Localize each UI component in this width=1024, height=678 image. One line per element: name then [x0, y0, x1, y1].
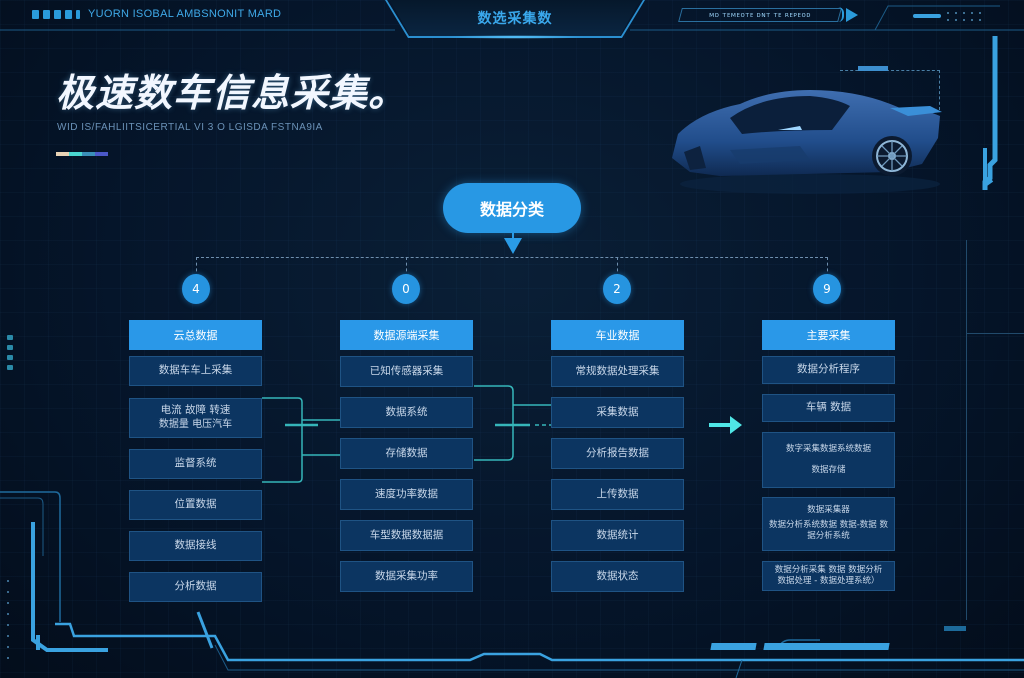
progress-bar-icon — [913, 14, 941, 18]
cell-text: 常规数据处理采集 — [575, 364, 660, 377]
cell-subtext: 数据处理 - 数据处理系统） — [777, 576, 880, 586]
list-item[interactable]: 数据接线 — [129, 531, 262, 561]
branch-number-2[interactable]: 0 — [392, 274, 420, 304]
center-tab[interactable] — [390, 0, 640, 36]
left-tick-dots — [7, 580, 9, 659]
cell-text: 分析报告数据 — [586, 446, 649, 459]
cell-text: 分析数据 — [174, 580, 217, 593]
cell-text: 电流 故障 转速 — [160, 404, 231, 417]
list-item[interactable]: 已知传感器采集 — [340, 356, 473, 387]
list-item[interactable]: 数据采集功率 — [340, 561, 473, 592]
branch-number-4[interactable]: 9 — [813, 274, 841, 304]
hero-color-bar — [56, 152, 108, 156]
color-swatch — [95, 152, 108, 156]
top-header: YUORN ISOBAL AMBSNONIT MARD 数选采集数 ᴍᴅ ᴛᴇᴍ… — [0, 0, 1024, 40]
cell-subtext: 数据分析系统数据 数据-数据 数据分析系统 — [769, 519, 888, 542]
list-item[interactable]: 采集数据 — [551, 397, 684, 428]
root-node-data-category[interactable]: 数据分类 — [443, 183, 581, 233]
status-pill: ᴍᴅ ᴛᴇᴍᴇᴏᴛᴇ ᴅɴᴛ ᴛᴇ ʀᴇᴘᴇᴏᴅ — [678, 8, 842, 22]
right-guide-tag — [944, 626, 966, 631]
cell-text: 车辆 数据 — [805, 401, 852, 414]
left-indicator-dots — [7, 335, 13, 370]
cell-text: 位置数据 — [174, 498, 217, 511]
list-item[interactable]: 数据车车上采集 — [129, 356, 262, 386]
brand-text: YUORN ISOBAL AMBSNONIT MARD — [88, 8, 282, 20]
status-text: ᴍᴅ ᴛᴇᴍᴇᴏᴛᴇ ᴅɴᴛ ᴛᴇ ʀᴇᴘᴇᴏᴅ — [709, 11, 811, 19]
branch-dashed-drop — [827, 257, 828, 277]
right-guide-line — [966, 240, 967, 620]
branch-dashed-drop — [617, 257, 618, 277]
cell-text: 存储数据 — [385, 446, 428, 459]
branch-dashed-line — [196, 257, 828, 258]
cell-text: 数据统计 — [596, 528, 639, 541]
list-item[interactable]: 监督系统 — [129, 449, 262, 479]
car-wireframe-lines — [840, 70, 940, 110]
center-tab-glow — [445, 35, 585, 39]
brand-dots-icon — [32, 9, 80, 19]
list-item[interactable]: 位置数据 — [129, 490, 262, 520]
list-item[interactable]: 分析报告数据 — [551, 438, 684, 469]
branch-number-3[interactable]: 2 — [603, 274, 631, 304]
list-item[interactable]: 数据分析程序 — [762, 356, 895, 384]
column-header[interactable]: 数据源端采集 — [340, 320, 473, 350]
column-1: 云总数据 数据车车上采集 电流 故障 转速 数据量 电压汽车 监督系统 位置数据… — [129, 320, 262, 602]
column-header[interactable]: 主要采集 — [762, 320, 895, 350]
branch-dashed-drop — [196, 257, 197, 277]
list-item[interactable]: 数据统计 — [551, 520, 684, 551]
cell-text: 上传数据 — [596, 487, 639, 500]
list-item[interactable]: 车辆 数据 — [762, 394, 895, 422]
list-item[interactable]: 存储数据 — [340, 438, 473, 469]
cell-text: 监督系统 — [174, 457, 217, 470]
cell-text: 数据分析程序 — [797, 363, 860, 376]
cell-text: 数据接线 — [174, 539, 217, 552]
brand: YUORN ISOBAL AMBSNONIT MARD — [32, 8, 281, 20]
car-label-tag — [858, 66, 888, 71]
right-arrow-icon — [709, 416, 742, 434]
branch-number-1[interactable]: 4 — [182, 274, 210, 304]
column-3: 车业数据 常规数据处理采集 采集数据 分析报告数据 上传数据 数据统计 数据状态 — [551, 320, 684, 592]
column-header[interactable]: 云总数据 — [129, 320, 262, 350]
right-guide-tick — [966, 333, 1024, 334]
down-arrow-icon — [504, 238, 522, 254]
cell-text: 数据系统 — [385, 405, 428, 418]
color-swatch — [56, 152, 69, 156]
color-swatch — [69, 152, 82, 156]
cell-subtext: 数据量 电压汽车 — [158, 419, 233, 431]
branch-dashed-drop — [406, 257, 407, 277]
cell-text: 数字采集数据系统数据 — [785, 443, 871, 454]
list-item[interactable]: 数据采集器 数据分析系统数据 数据-数据 数据分析系统 — [762, 497, 895, 551]
column-2: 数据源端采集 已知传感器采集 数据系统 存储数据 速度功率数据 车型数据数据据 … — [340, 320, 473, 592]
play-arrow-icon[interactable] — [846, 8, 858, 22]
list-item[interactable]: 速度功率数据 — [340, 479, 473, 510]
list-item[interactable]: 数据状态 — [551, 561, 684, 592]
cell-text: 车型数据数据据 — [369, 528, 444, 541]
cell-text: 数据状态 — [596, 569, 639, 582]
cell-subtext: 数据存储 — [811, 465, 846, 475]
center-tab-title[interactable]: 数选采集数 — [477, 11, 553, 27]
list-item[interactable]: 上传数据 — [551, 479, 684, 510]
play-bracket-icon — [838, 7, 844, 22]
hero-title: 极速数车信息采集。 — [56, 71, 408, 115]
list-item[interactable]: 数据分析采集 数据 数据分析 数据处理 - 数据处理系统） — [762, 561, 895, 591]
list-item[interactable]: 数据系统 — [340, 397, 473, 428]
list-item[interactable]: 车型数据数据据 — [340, 520, 473, 551]
list-item[interactable]: 电流 故障 转速 数据量 电压汽车 — [129, 398, 262, 438]
cell-text: 采集数据 — [596, 405, 639, 418]
cell-text: 数据采集功率 — [375, 569, 438, 582]
column-header[interactable]: 车业数据 — [551, 320, 684, 350]
list-item[interactable]: 常规数据处理采集 — [551, 356, 684, 387]
sports-car-image — [672, 90, 942, 194]
color-swatch — [82, 152, 95, 156]
cell-text: 数据采集器 — [807, 505, 850, 516]
column-4: 主要采集 数据分析程序 车辆 数据 数字采集数据系统数据 数据存储 数据采集器 … — [762, 320, 895, 591]
hero-subtitle: WID IS/FAHLIITSICERTIAL VI 3 O LGISDA FS… — [57, 122, 323, 133]
cell-text: 速度功率数据 — [375, 487, 438, 500]
list-item[interactable]: 分析数据 — [129, 572, 262, 602]
dots-grid-icon — [947, 12, 987, 21]
list-item[interactable]: 数字采集数据系统数据 数据存储 — [762, 432, 895, 488]
cell-text: 数据分析采集 数据 数据分析 — [774, 564, 883, 575]
cell-text: 数据车车上采集 — [158, 364, 233, 377]
cell-text: 已知传感器采集 — [369, 364, 444, 377]
